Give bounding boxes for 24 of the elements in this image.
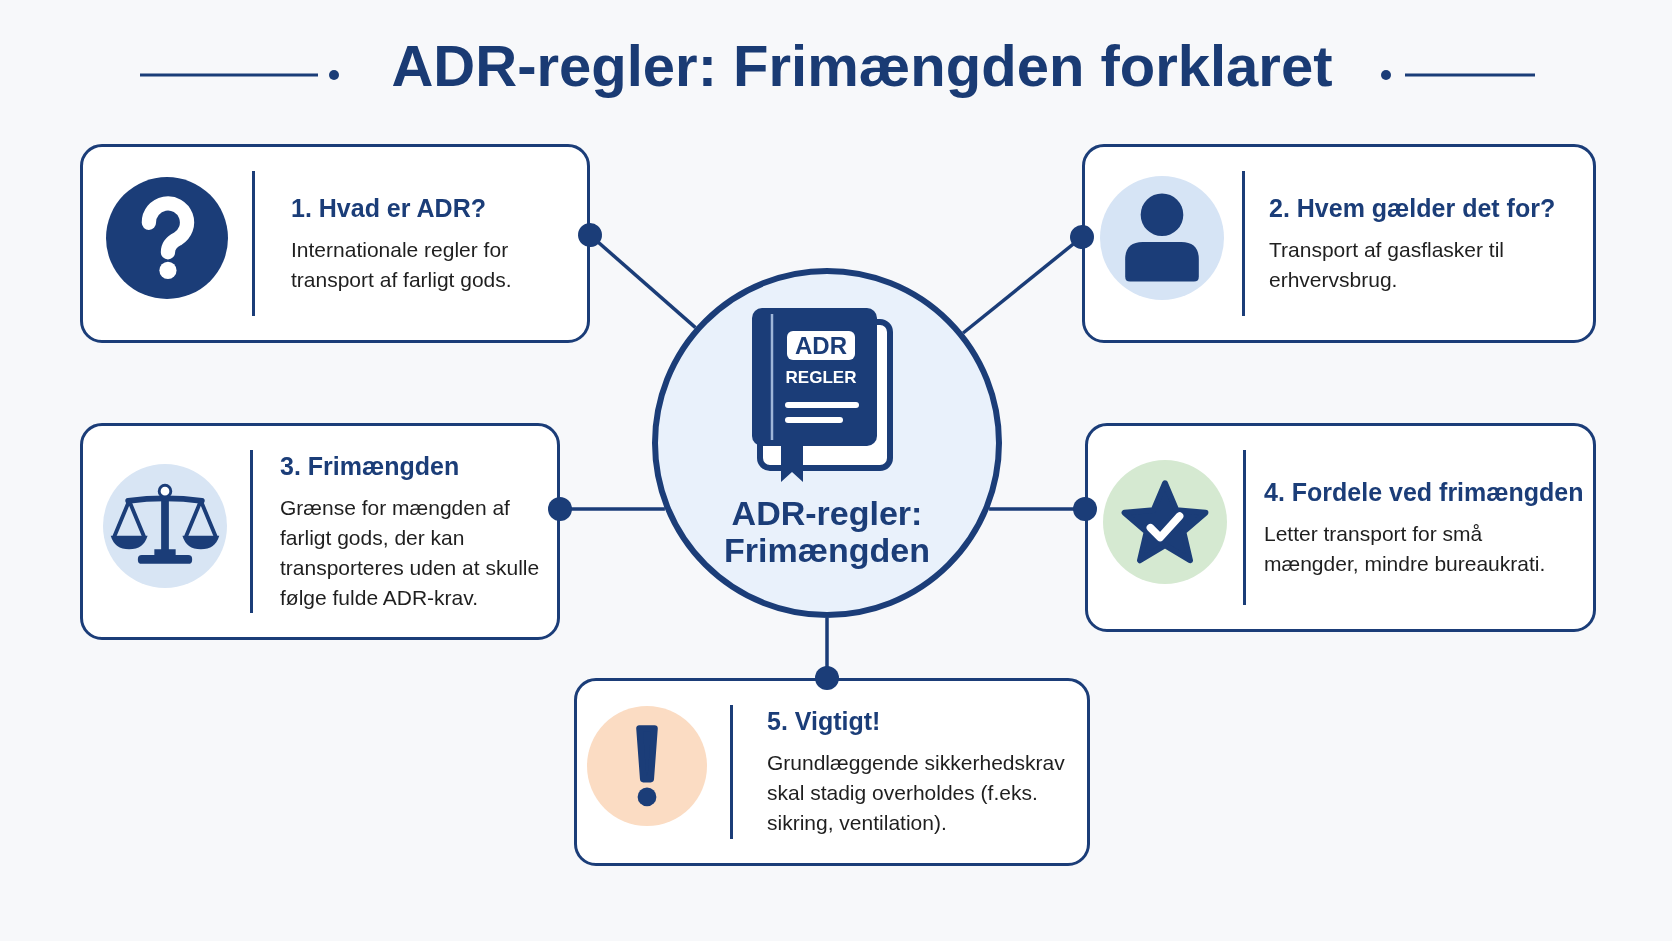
title: ADR-regler: Frimængden forklaret — [391, 32, 1333, 100]
connector-line — [815, 618, 839, 690]
connector-line — [548, 497, 665, 521]
book-title-tag: ADR — [787, 331, 855, 360]
connector-line — [962, 225, 1094, 335]
card-text: Transport af gasflasker til erhvervsbrug. — [1269, 236, 1505, 293]
info-card — [1082, 144, 1596, 343]
card-text: Grænse for mængden af farligt gods, der kan transporteres uden at skulle følge fulde ADR-krav. — [280, 494, 541, 611]
connector-line — [578, 223, 697, 329]
card-heading: 2. Hvem gælder det for? — [1269, 192, 1556, 223]
info-card — [80, 423, 560, 640]
card-heading: 4. Fordele ved frimængden — [1264, 476, 1584, 507]
info-card — [1085, 423, 1596, 632]
card-text: Letter transport for små mængder, mindre bureaukrati. — [1264, 520, 1547, 577]
hub-title: ADR-regler: Frimængden — [723, 495, 931, 569]
connector-line — [989, 497, 1097, 521]
card-text: Internationale regler for transport af farligt gods. — [291, 236, 513, 293]
card-text: Grundlæggende sikkerhedskrav skal stadig overholdes (f.eks. sikring, ventilation). — [767, 750, 1066, 836]
info-card — [80, 144, 590, 343]
card-heading: 1. Hvad er ADR? — [291, 192, 486, 223]
book-subtitle: REGLER — [785, 368, 857, 388]
card-heading: 5. Vigtigt! — [767, 706, 881, 736]
info-card — [574, 678, 1090, 866]
card-heading: 3. Frimængden — [280, 450, 460, 481]
